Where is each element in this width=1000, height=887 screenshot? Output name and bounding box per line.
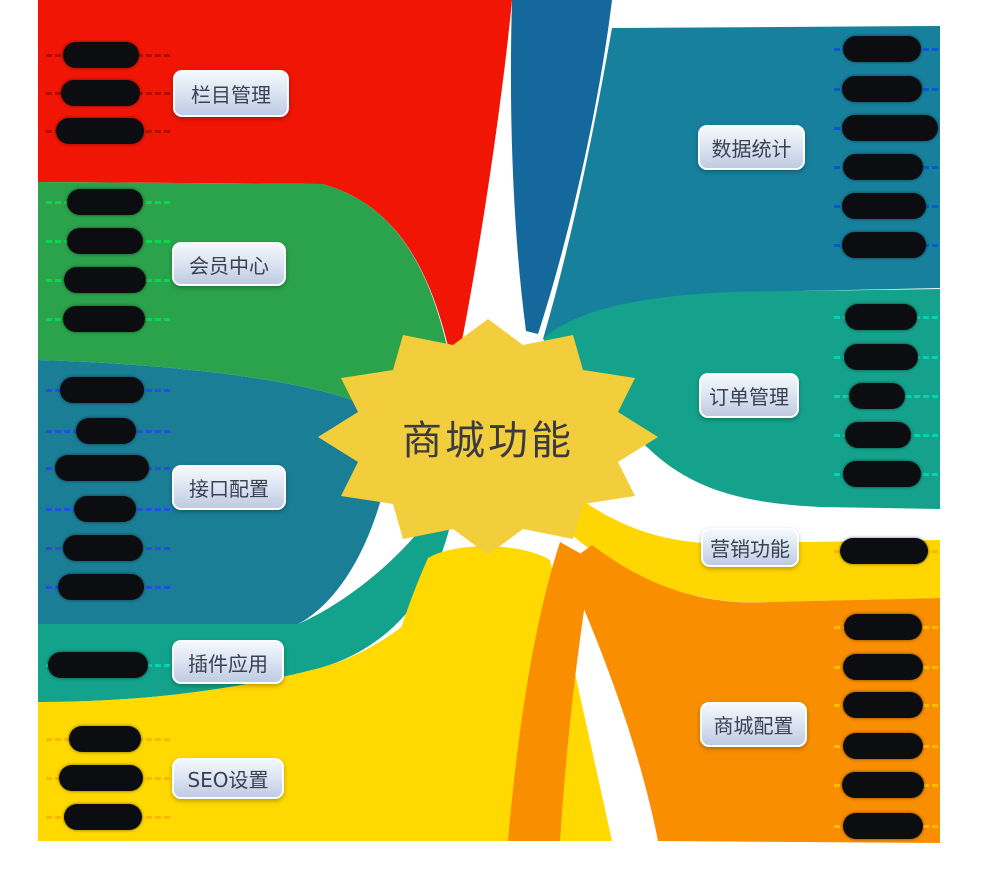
leaf-node-interface-config-5[interactable] — [63, 535, 143, 561]
branch-label-mall-config[interactable]: 商城配置 — [700, 702, 807, 747]
branch-label-interface-config[interactable]: 接口配置 — [172, 465, 286, 510]
leaf-node-mall-config-2[interactable] — [843, 654, 923, 680]
center-node-blob[interactable] — [318, 319, 658, 555]
leaf-node-member-center-2[interactable] — [67, 228, 143, 254]
branch-label-text: 数据统计 — [711, 137, 792, 161]
leaf-node-interface-config-6[interactable] — [58, 574, 144, 600]
leaf-node-seo-settings-3[interactable] — [64, 804, 142, 830]
leaf-node-order-management-3[interactable] — [849, 383, 905, 409]
leaf-node-seo-settings-1[interactable] — [69, 726, 141, 752]
leaf-node-data-statistics-3[interactable] — [842, 115, 938, 141]
leaf-node-order-management-2[interactable] — [844, 344, 918, 370]
branch-label-text: 接口配置 — [189, 477, 269, 501]
leaf-node-member-center-3[interactable] — [64, 267, 146, 293]
branch-label-order-management[interactable]: 订单管理 — [699, 373, 799, 418]
branch-wedge-data-statistics — [510, 0, 612, 334]
branch-label-text: 营销功能 — [710, 537, 790, 561]
leaf-node-column-management-2[interactable] — [61, 80, 140, 106]
branch-label-text: 栏目管理 — [191, 83, 271, 107]
leaf-node-member-center-4[interactable] — [63, 306, 145, 332]
leaf-node-data-statistics-4[interactable] — [843, 154, 923, 180]
branch-wedge-mall-config — [508, 542, 592, 841]
center-node-label[interactable]: 商城功能 — [402, 418, 574, 464]
leaf-node-marketing-functions-1[interactable] — [840, 538, 928, 564]
leaf-node-column-management-3[interactable] — [56, 118, 144, 144]
leaf-node-mall-config-5[interactable] — [842, 772, 924, 798]
leaf-node-mall-config-6[interactable] — [843, 813, 923, 839]
leaf-node-data-statistics-2[interactable] — [842, 76, 922, 102]
branch-label-marketing-functions[interactable]: 营销功能 — [701, 528, 799, 567]
branch-label-seo-settings[interactable]: SEO设置 — [172, 758, 284, 799]
branch-label-text: 订单管理 — [709, 385, 789, 409]
leaf-node-mall-config-3[interactable] — [843, 692, 923, 718]
branch-label-text: SEO设置 — [187, 768, 269, 792]
branch-label-plugin-apps[interactable]: 插件应用 — [172, 640, 284, 684]
leaf-node-order-management-5[interactable] — [843, 461, 921, 487]
branch-label-member-center[interactable]: 会员中心 — [172, 242, 286, 286]
leaf-node-interface-config-4[interactable] — [74, 496, 136, 522]
leaf-node-seo-settings-2[interactable] — [59, 765, 143, 791]
leaf-node-plugin-apps-1[interactable] — [48, 652, 148, 678]
leaf-node-order-management-4[interactable] — [845, 422, 911, 448]
branch-label-text: 插件应用 — [188, 651, 268, 676]
leaf-node-interface-config-1[interactable] — [60, 377, 144, 403]
leaf-node-mall-config-4[interactable] — [843, 733, 923, 759]
branch-label-column-management[interactable]: 栏目管理 — [173, 70, 289, 117]
branch-region-marketing-functions — [536, 468, 940, 603]
leaf-node-data-statistics-1[interactable] — [843, 36, 921, 62]
branch-label-text: 会员中心 — [189, 253, 269, 278]
leaf-node-member-center-1[interactable] — [67, 189, 143, 215]
branch-label-text: 商城配置 — [713, 714, 794, 738]
branch-label-data-statistics[interactable]: 数据统计 — [698, 125, 805, 170]
leaf-node-data-statistics-6[interactable] — [842, 232, 926, 258]
branch-region-column-management — [38, 0, 512, 359]
leaf-node-column-management-1[interactable] — [63, 42, 139, 68]
branch-region-data-statistics — [543, 26, 940, 352]
leaf-node-interface-config-2[interactable] — [76, 418, 136, 444]
leaf-node-interface-config-3[interactable] — [55, 455, 149, 481]
leaf-node-order-management-1[interactable] — [845, 304, 917, 330]
leaf-node-mall-config-1[interactable] — [844, 614, 922, 640]
leaf-node-data-statistics-5[interactable] — [842, 193, 926, 219]
